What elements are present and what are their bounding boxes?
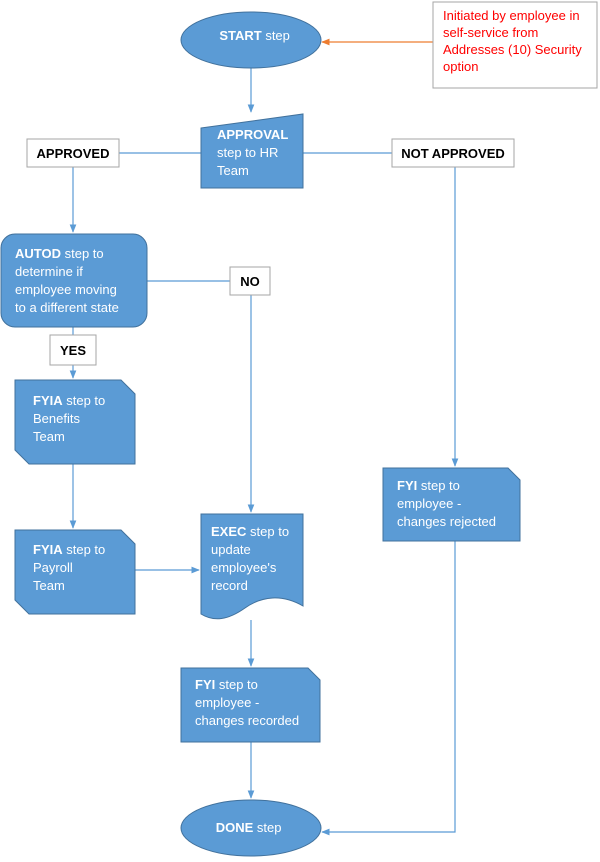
fyia-payroll-line-2: Payroll (33, 560, 73, 575)
fyi-rejected-node: FYI step to employee - changes rejected (382, 467, 521, 542)
exec-shape (200, 513, 304, 620)
note-line-4: option (443, 59, 478, 74)
approval-bold: APPROVAL (217, 127, 288, 142)
initiation-note: Initiated by employee in self-service fr… (432, 1, 598, 89)
note-line-1: Initiated by employee in (443, 8, 580, 23)
initiation-note-box (432, 1, 598, 89)
fyi-recorded-line-3: changes recorded (195, 713, 299, 728)
fyia-benefits-line-3: Team (33, 429, 65, 444)
done-node: DONE step (180, 799, 322, 857)
fyia-payroll-node: FYIA step to Payroll Team (14, 529, 136, 615)
fyi-rejected-to-done-arrow (321, 541, 456, 836)
exec-line-1: EXEC step to (211, 524, 289, 539)
note-line-3: Addresses (10) Security (443, 42, 582, 57)
fyia-benefits-line-2: Benefits (33, 411, 80, 426)
note-line-2: self-service from (443, 25, 538, 40)
autod-rest: step to (61, 246, 104, 261)
autod-shape (0, 233, 148, 328)
fyi-rejected-line-1: FYI step to (397, 478, 460, 493)
start-node: START step (180, 11, 322, 69)
approval-shape (200, 113, 304, 189)
no-label: NO (229, 266, 271, 296)
fyi-recorded-node: FYI step to employee - changes recorded (180, 667, 321, 743)
approved-label-box (26, 138, 120, 168)
exec-rest: step to (246, 524, 289, 539)
fyia-benefits-line-1: FYIA step to (33, 393, 105, 408)
fyia-benefits-shape (14, 379, 136, 465)
exec-bold: EXEC (211, 524, 247, 539)
fyi-recorded-shape (180, 667, 321, 743)
approved-label-text: APPROVED (37, 146, 110, 161)
autod-line-4: to a different state (15, 300, 119, 315)
exec-line-3: employee's (211, 560, 277, 575)
fyi-recorded-line-1: FYI step to (195, 677, 258, 692)
autod-line-2: determine if (15, 264, 83, 279)
fyi-recorded-rest: step to (215, 677, 258, 692)
not-approved-label: NOT APPROVED (391, 138, 515, 168)
fyi-rejected-line-2: employee - (397, 496, 461, 511)
yes-label-text: YES (60, 343, 86, 358)
yes-label-box (49, 334, 97, 366)
fyia-payroll-line-3: Team (33, 578, 65, 593)
fyia-payroll-line-1: FYIA step to (33, 542, 105, 557)
fyia-benefits-node: FYIA step to Benefits Team (14, 379, 136, 465)
fyi-rejected-shape (382, 467, 521, 542)
autod-line-3: employee moving (15, 282, 117, 297)
approval-line-1: APPROVAL (217, 127, 288, 142)
fyia-payroll-rest: step to (63, 542, 106, 557)
not-approved-label-text: NOT APPROVED (401, 146, 505, 161)
fyia-payroll-bold: FYIA (33, 542, 63, 557)
fyi-rejected-bold: FYI (397, 478, 417, 493)
done-ellipse (180, 799, 322, 857)
fyi-recorded-bold: FYI (195, 677, 215, 692)
approval-line-3: Team (217, 163, 249, 178)
autod-node: AUTOD step to determine if employee movi… (0, 233, 148, 328)
exec-line-4: record (211, 578, 248, 593)
done-text: DONE step (190, 820, 299, 835)
autod-bold: AUTOD (15, 246, 61, 261)
approval-line-2: step to HR (217, 145, 278, 160)
fyia-payroll-shape (14, 529, 136, 615)
done-rest: step (253, 820, 281, 835)
start-ellipse (180, 11, 322, 69)
start-bold: START (219, 28, 261, 43)
exec-line-2: update (211, 542, 251, 557)
approved-label: APPROVED (26, 138, 120, 168)
done-bold: DONE (216, 820, 254, 835)
yes-label: YES (49, 334, 97, 366)
no-label-box (229, 266, 271, 296)
connectors (69, 38, 459, 836)
no-label-text: NO (240, 274, 260, 289)
start-rest: step (262, 28, 290, 43)
fyia-benefits-rest: step to (63, 393, 106, 408)
fyi-rejected-rest: step to (417, 478, 460, 493)
autod-line-1: AUTOD step to (15, 246, 104, 261)
start-text: START step (194, 28, 308, 43)
fyi-recorded-line-2: employee - (195, 695, 259, 710)
not-approved-label-box (391, 138, 515, 168)
approval-node: APPROVAL step to HR Team (200, 113, 304, 189)
fyia-benefits-bold: FYIA (33, 393, 63, 408)
exec-node: EXEC step to update employee's record (200, 513, 304, 620)
fyi-rejected-line-3: changes rejected (397, 514, 496, 529)
